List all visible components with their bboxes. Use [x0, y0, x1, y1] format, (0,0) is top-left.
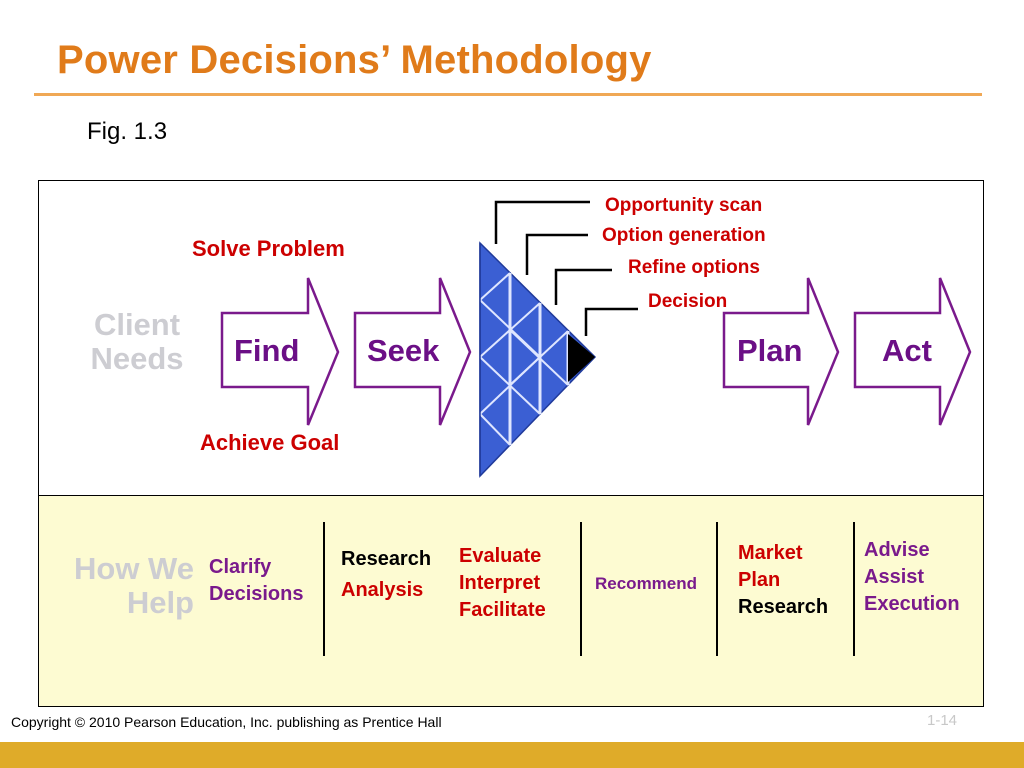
help-facilitate-line: Facilitate [459, 599, 546, 621]
help-market-group: Market Plan Research [738, 540, 828, 621]
step-opportunity-scan: Opportunity scan [605, 195, 763, 216]
plan-arrow-shape [722, 277, 840, 426]
act-arrow-shape [853, 277, 972, 426]
column-divider [716, 522, 718, 656]
help-market-line: Market [738, 542, 803, 564]
help-analysis-line: Analysis [341, 579, 424, 601]
footer-bar [0, 742, 1024, 768]
page-number: 1-14 [927, 712, 958, 729]
help-decisions-line: Decisions [209, 583, 304, 605]
column-divider [323, 522, 325, 656]
step-option-generation: Option generation [602, 225, 766, 246]
help-clarify-line: Clarify [209, 556, 272, 578]
act-stage-label: Act [882, 333, 932, 368]
column-divider [853, 522, 855, 656]
slide-title: Power Decisions’ Methodology [57, 38, 652, 82]
seek-arrow-shape [353, 277, 472, 426]
title-underline [34, 93, 982, 96]
help-advise-group: Advise Assist Execution [864, 537, 960, 618]
step-refine-options: Refine options [628, 257, 760, 278]
how-we-help-label: How We Help [74, 551, 194, 621]
help-recommend: Recommend [595, 574, 698, 593]
decision-funnel [479, 241, 597, 478]
help-assist-line: Assist [864, 566, 925, 588]
help-execution-line: Execution [864, 593, 960, 615]
step-connectors [494, 200, 638, 336]
figure-label: Fig. 1.3 [87, 118, 168, 145]
decision-tip [568, 334, 595, 382]
help-plan-line: Plan [738, 569, 781, 591]
help-clarify-decisions: Clarify Decisions [209, 554, 303, 608]
help-research-analysis: Research Analysis [341, 546, 431, 604]
find-stage-label: Find [234, 333, 300, 368]
achieve-goal-label: Achieve Goal [200, 430, 340, 455]
help-advise-line: Advise [864, 539, 930, 561]
how-we-help-panel [38, 495, 984, 707]
column-divider [580, 522, 582, 656]
help-interpret-line: Interpret [459, 572, 541, 594]
copyright-notice: Copyright © 2010 Pearson Education, Inc.… [11, 714, 442, 730]
seek-stage-label: Seek [367, 333, 440, 368]
solve-problem-label: Solve Problem [192, 236, 345, 261]
help-research-line: Research [341, 548, 432, 570]
step-decision: Decision [648, 291, 728, 312]
find-arrow-shape [220, 277, 340, 426]
plan-stage-label: Plan [737, 333, 803, 368]
help-evaluate-line: Evaluate [459, 545, 542, 567]
client-needs-label: Client Needs [90, 307, 184, 377]
help-research-line: Research [738, 596, 829, 618]
help-evaluate-group: Evaluate Interpret Facilitate [459, 543, 546, 624]
